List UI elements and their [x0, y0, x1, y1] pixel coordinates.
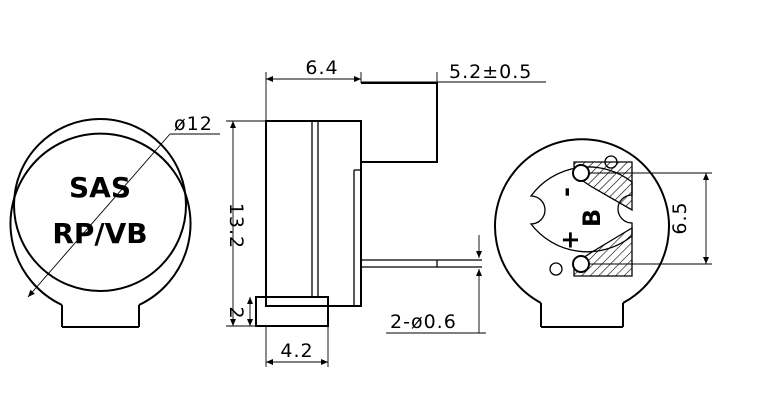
marker-dot-top [604, 155, 618, 169]
front-diameter-label: ø12 [174, 113, 213, 135]
pin-bottom [572, 255, 590, 273]
dim-pin-spacing: 6.5 [669, 201, 691, 234]
pin-top [572, 164, 590, 182]
dim-pin-length: 5.2±0.5 [449, 61, 532, 83]
side-body [265, 120, 362, 307]
front-outer-body [9, 132, 192, 306]
front-label-line1: SAS [69, 171, 131, 204]
back-view: - B + 6.5 [494, 138, 712, 328]
dim-base-height: 2 [225, 306, 247, 319]
back-letter-b: B [578, 209, 606, 227]
back-plus: + [556, 230, 584, 250]
dim-height: 13.2 [225, 203, 247, 249]
front-label-line2: RP/VB [52, 217, 147, 250]
back-outer-body [494, 138, 670, 304]
front-inner-circle [13, 118, 187, 292]
side-base [255, 296, 329, 327]
dim-base-width: 4.2 [280, 340, 313, 362]
dim-pin-diameter: 2-ø0.6 [390, 311, 457, 333]
front-diameter-leader [27, 133, 171, 298]
back-minus: - [552, 187, 580, 197]
side-pin-housing [361, 82, 438, 163]
front-view: ø12 SAS RP/VB [9, 113, 220, 328]
side-view: 6.4 5.2±0.5 13.2 2 4.2 2-ø0.6 [225, 57, 546, 367]
dim-top-width: 6.4 [305, 57, 338, 79]
marker-dot-bottom [549, 262, 563, 276]
